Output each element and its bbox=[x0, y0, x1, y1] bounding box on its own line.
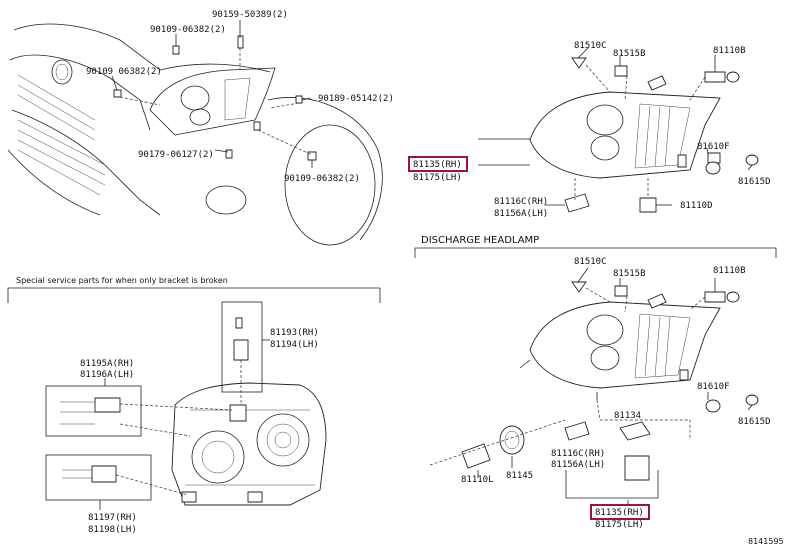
label-81193-rh: 81193(RH) bbox=[270, 328, 319, 338]
label-81194-lh: 81194(LH) bbox=[270, 340, 319, 350]
discharge-bracket-line bbox=[414, 247, 777, 258]
vehicle-front-illustration bbox=[7, 20, 383, 246]
label-81196a-lh: 81196A(LH) bbox=[80, 370, 134, 380]
special-parts-bracket-line bbox=[7, 287, 381, 303]
label-81156a-lh-top: 81156A(LH) bbox=[494, 209, 548, 219]
label-90109-06382-c: 90109-06382(2) bbox=[284, 174, 360, 184]
label-81510c-top: 81510C bbox=[574, 41, 607, 51]
label-81135-rh-discharge[interactable]: 81135(RH) bbox=[595, 508, 644, 518]
headlamp-assembly-top bbox=[478, 47, 759, 213]
label-81615d-top: 81615D bbox=[738, 177, 771, 187]
label-81116c-rh-top: 81116C(RH) bbox=[494, 197, 548, 207]
headlamp-rear-view bbox=[45, 301, 327, 510]
label-90109-06382-b: 90109 06382(2) bbox=[86, 67, 162, 77]
label-90179-06127: 90179-06127(2) bbox=[138, 150, 214, 160]
headlamp-assembly-discharge bbox=[429, 267, 759, 504]
diagram-reference-number: 8141595 bbox=[748, 537, 784, 546]
label-81610f-discharge: 81610F bbox=[697, 382, 730, 392]
special-service-parts-title: Special service parts for when only brac… bbox=[16, 276, 228, 285]
label-90109-06382-a: 90109-06382(2) bbox=[150, 25, 226, 35]
label-81134: 81134 bbox=[614, 411, 641, 421]
highlight-81135-top bbox=[408, 156, 468, 172]
label-81610f-top: 81610F bbox=[697, 142, 730, 152]
label-81135-rh-top[interactable]: 81135(RH) bbox=[413, 160, 462, 170]
label-81195a-rh: 81195A(RH) bbox=[80, 359, 134, 369]
label-81615d-discharge: 81615D bbox=[738, 417, 771, 427]
label-81175-lh-top: 81175(LH) bbox=[413, 173, 462, 183]
label-81110b-top: 81110B bbox=[713, 46, 746, 56]
label-81198-lh: 81198(LH) bbox=[88, 525, 137, 535]
label-81110l: 81110L bbox=[461, 475, 494, 485]
label-81515b-top: 81515B bbox=[613, 49, 646, 59]
discharge-headlamp-title: DISCHARGE HEADLAMP bbox=[421, 235, 539, 246]
label-81110d-top: 81110D bbox=[680, 201, 713, 211]
highlight-81135-discharge bbox=[590, 504, 650, 520]
label-81197-rh: 81197(RH) bbox=[88, 513, 137, 523]
label-81175-lh-discharge: 81175(LH) bbox=[595, 520, 644, 530]
label-81110b-discharge: 81110B bbox=[713, 266, 746, 276]
label-90189-05142: 90189-05142(2) bbox=[318, 94, 394, 104]
label-90159-50389: 90159-50389(2) bbox=[212, 10, 288, 20]
label-81156a-lh-discharge: 81156A(LH) bbox=[551, 460, 605, 470]
label-81510c-discharge: 81510C bbox=[574, 257, 607, 267]
label-81515b-discharge: 81515B bbox=[613, 269, 646, 279]
label-81145: 81145 bbox=[506, 471, 533, 481]
label-81116c-rh-discharge: 81116C(RH) bbox=[551, 449, 605, 459]
